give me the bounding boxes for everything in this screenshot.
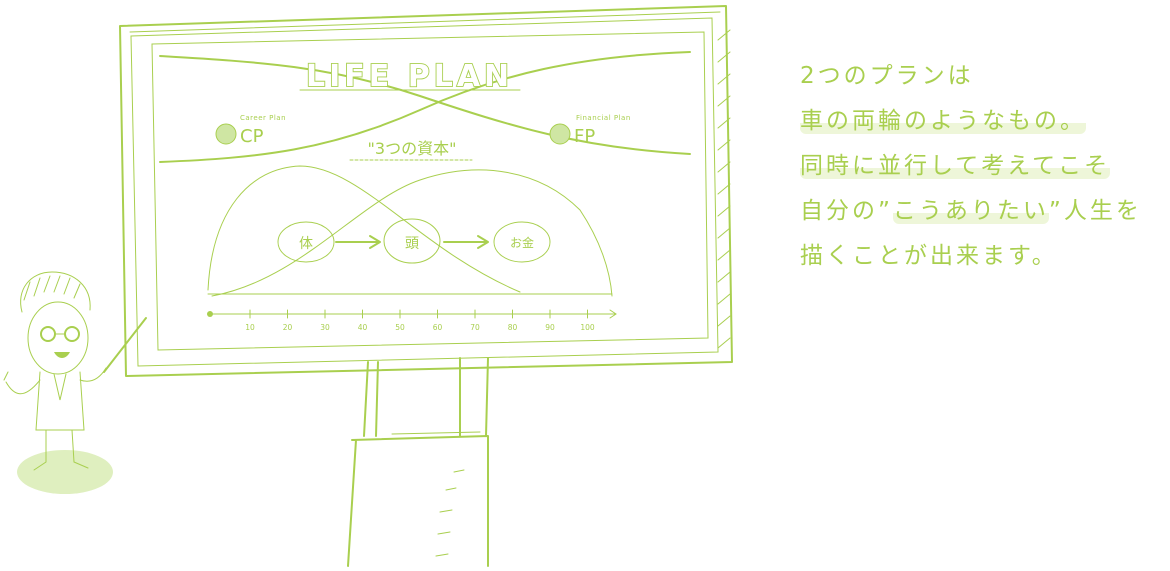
career-plan-label: Career Plan [240, 114, 286, 122]
axis-tick-label: 40 [358, 323, 368, 332]
flow-node-money [493, 221, 551, 263]
ground-shadow [17, 450, 113, 494]
presenter-figure [3, 271, 147, 471]
financial-plan-label: Financial Plan [576, 114, 631, 122]
axis-tick-label: 50 [395, 323, 405, 332]
age-axis: 10 20 30 40 50 60 70 80 90 100 [207, 309, 617, 332]
caption-line-3: 同時に並行して考えてこそ [800, 146, 1170, 191]
flow-node-head [383, 218, 441, 264]
axis-tick-label: 10 [245, 323, 255, 332]
axis-tick-label: 90 [545, 323, 555, 332]
caption-line-1: 2つのプランは [800, 63, 974, 89]
caption-block: 2つのプランは 車の両輪のようなもの。 同時に並行して考えてこそ 自分の”こうあ… [800, 56, 1170, 281]
board-subtitle: "3つの資本" [368, 139, 457, 158]
highlight: こうありたい [892, 198, 1049, 224]
axis-tick-label: 70 [470, 323, 480, 332]
highlight: 同時に並行して考えてこそ [800, 153, 1111, 179]
flow-node-body [277, 221, 335, 263]
flow-label-body: 体 [299, 236, 313, 252]
axis-tick-label: 80 [508, 323, 518, 332]
billboard-pole [347, 357, 489, 567]
caption-line-2: 車の両輪のようなもの。 [800, 101, 1170, 146]
flow-label-money: お金 [510, 235, 534, 250]
axis-tick-label: 60 [433, 323, 443, 332]
hatched-circle-icon [549, 123, 571, 145]
highlight: 車の両輪のようなもの。 [800, 108, 1086, 134]
caption-line-4: 自分の”こうありたい”人生を [800, 198, 1142, 224]
caption-line-5: 描くことが出来ます。 [800, 243, 1058, 269]
axis-tick-label: 20 [283, 323, 293, 332]
board-header: LIFE PLAN "3つの資本" Career Plan CP Financi… [159, 51, 691, 163]
flow-label-head: 頭 [405, 236, 419, 252]
axis-tick-label: 30 [320, 323, 330, 332]
fp-code: FP [574, 126, 595, 147]
hatched-circle-icon [215, 123, 237, 145]
capital-curves: 体 頭 お金 [207, 165, 613, 297]
billboard-frame [119, 5, 733, 377]
board-title: LIFE PLAN [306, 59, 513, 94]
cp-code: CP [240, 126, 264, 147]
axis-tick-label: 100 [580, 323, 595, 332]
